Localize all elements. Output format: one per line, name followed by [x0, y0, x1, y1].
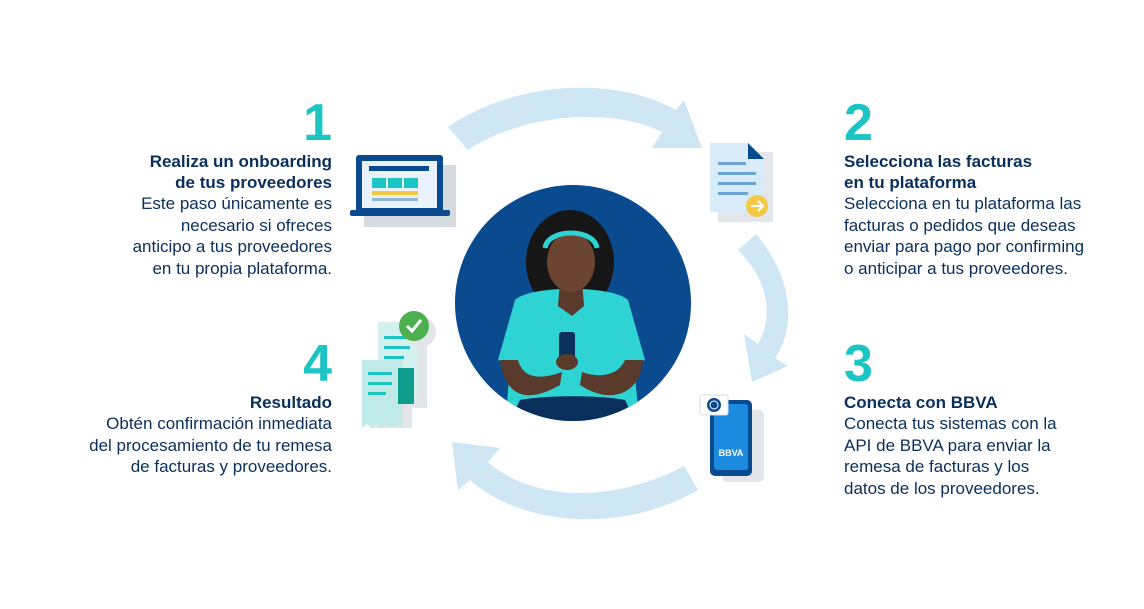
bbva-phone-icon: BBVA: [699, 394, 764, 482]
check-icon: [399, 311, 429, 341]
step-3-title: Conecta con BBVA: [844, 393, 998, 412]
step-4-description: Obtén confirmación inmediata del procesa…: [89, 414, 332, 476]
phone-brand-label: BBVA: [719, 448, 744, 458]
phone-icon: [559, 332, 575, 362]
laptop-icon: [350, 155, 456, 227]
arrow-right: [738, 234, 789, 382]
step-1: 1 Realiza un onboarding de tus proveedor…: [60, 97, 332, 279]
person-with-phone: [455, 185, 691, 421]
cycle-arrows: [448, 87, 789, 520]
arrow-bottom: [452, 442, 698, 520]
invoice-document-icon: [710, 143, 773, 222]
step-3: 3 Conecta con BBVA Conecta tus sistemas …: [844, 338, 1134, 499]
step-4-number: 4: [303, 335, 332, 393]
step-1-number: 1: [303, 94, 332, 152]
step-3-description: Conecta tus sistemas con la API de BBVA …: [844, 414, 1057, 498]
step-1-description: Este paso únicamente es necesario si ofr…: [132, 194, 332, 278]
step-3-number: 3: [844, 335, 873, 393]
step-2-title: Selecciona las facturas en tu plataforma: [844, 152, 1033, 192]
step-1-title: Realiza un onboarding de tus proveedores: [149, 152, 332, 192]
step-2: 2 Selecciona las facturas en tu platafor…: [844, 97, 1134, 279]
coin-icon: [707, 398, 721, 412]
step-4: 4 Resultado Obtén confirmación inmediata…: [40, 338, 332, 478]
step-2-number: 2: [844, 94, 873, 152]
step-2-description: Selecciona en tu plataforma las facturas…: [844, 194, 1085, 278]
arrow-top: [448, 87, 702, 150]
step-4-title: Resultado: [249, 393, 332, 412]
confirmed-receipts-icon: [362, 311, 436, 428]
